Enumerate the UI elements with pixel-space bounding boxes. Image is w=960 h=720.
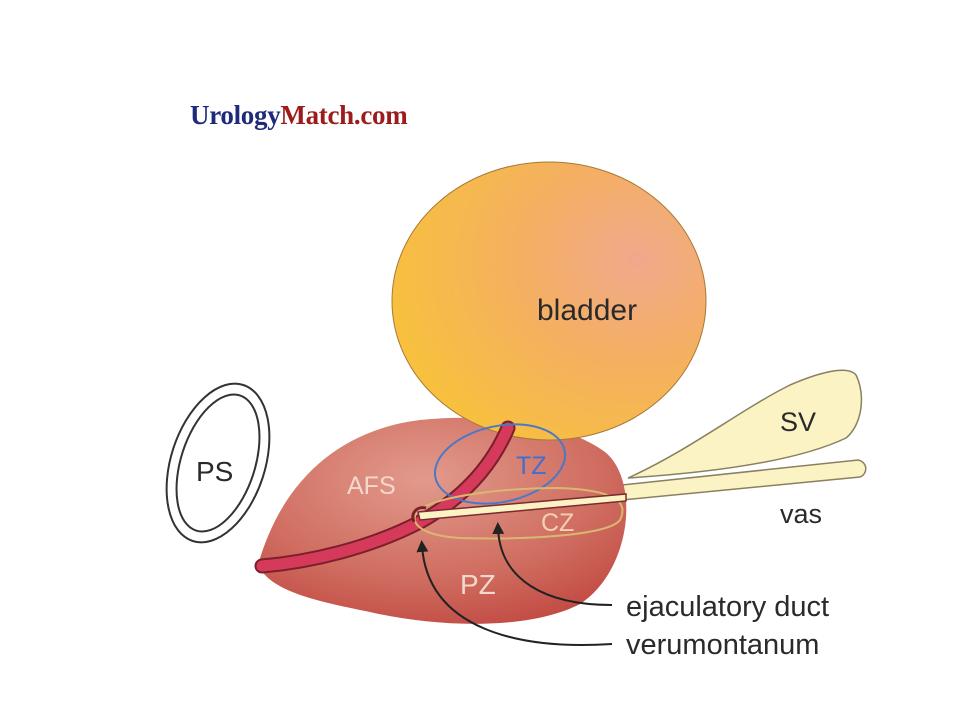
ejaculatory-duct-label: ejaculatory duct <box>626 591 829 623</box>
ejaculatory-duct-pointer <box>492 522 613 606</box>
transition-zone-outline <box>433 423 567 505</box>
cz-label: CZ <box>541 509 574 537</box>
ejaculatory-duct <box>417 493 627 521</box>
verumontanum <box>411 506 427 523</box>
seminal-vesicle <box>627 369 863 479</box>
vas-label: vas <box>780 499 822 529</box>
tz-label: TZ <box>516 452 547 480</box>
urethra-fill <box>256 422 514 572</box>
bladder-label: bladder <box>537 294 637 327</box>
bladder <box>391 161 707 441</box>
ps-label: PS <box>196 456 233 487</box>
logo-text-match: Match.com <box>280 100 408 130</box>
pz-label: PZ <box>460 569 496 600</box>
vas-deferens <box>621 459 867 501</box>
sv-label: SV <box>780 407 816 437</box>
verumontanum-label: verumontanum <box>626 629 819 661</box>
afs-label: AFS <box>347 472 396 500</box>
site-logo: UrologyMatch.com <box>190 100 408 131</box>
central-zone-outline <box>413 486 624 540</box>
pubic-symphysis <box>165 382 271 544</box>
logo-text-urology: Urology <box>190 100 281 130</box>
verumontanum-pointer <box>416 540 613 646</box>
prostate <box>258 417 627 624</box>
